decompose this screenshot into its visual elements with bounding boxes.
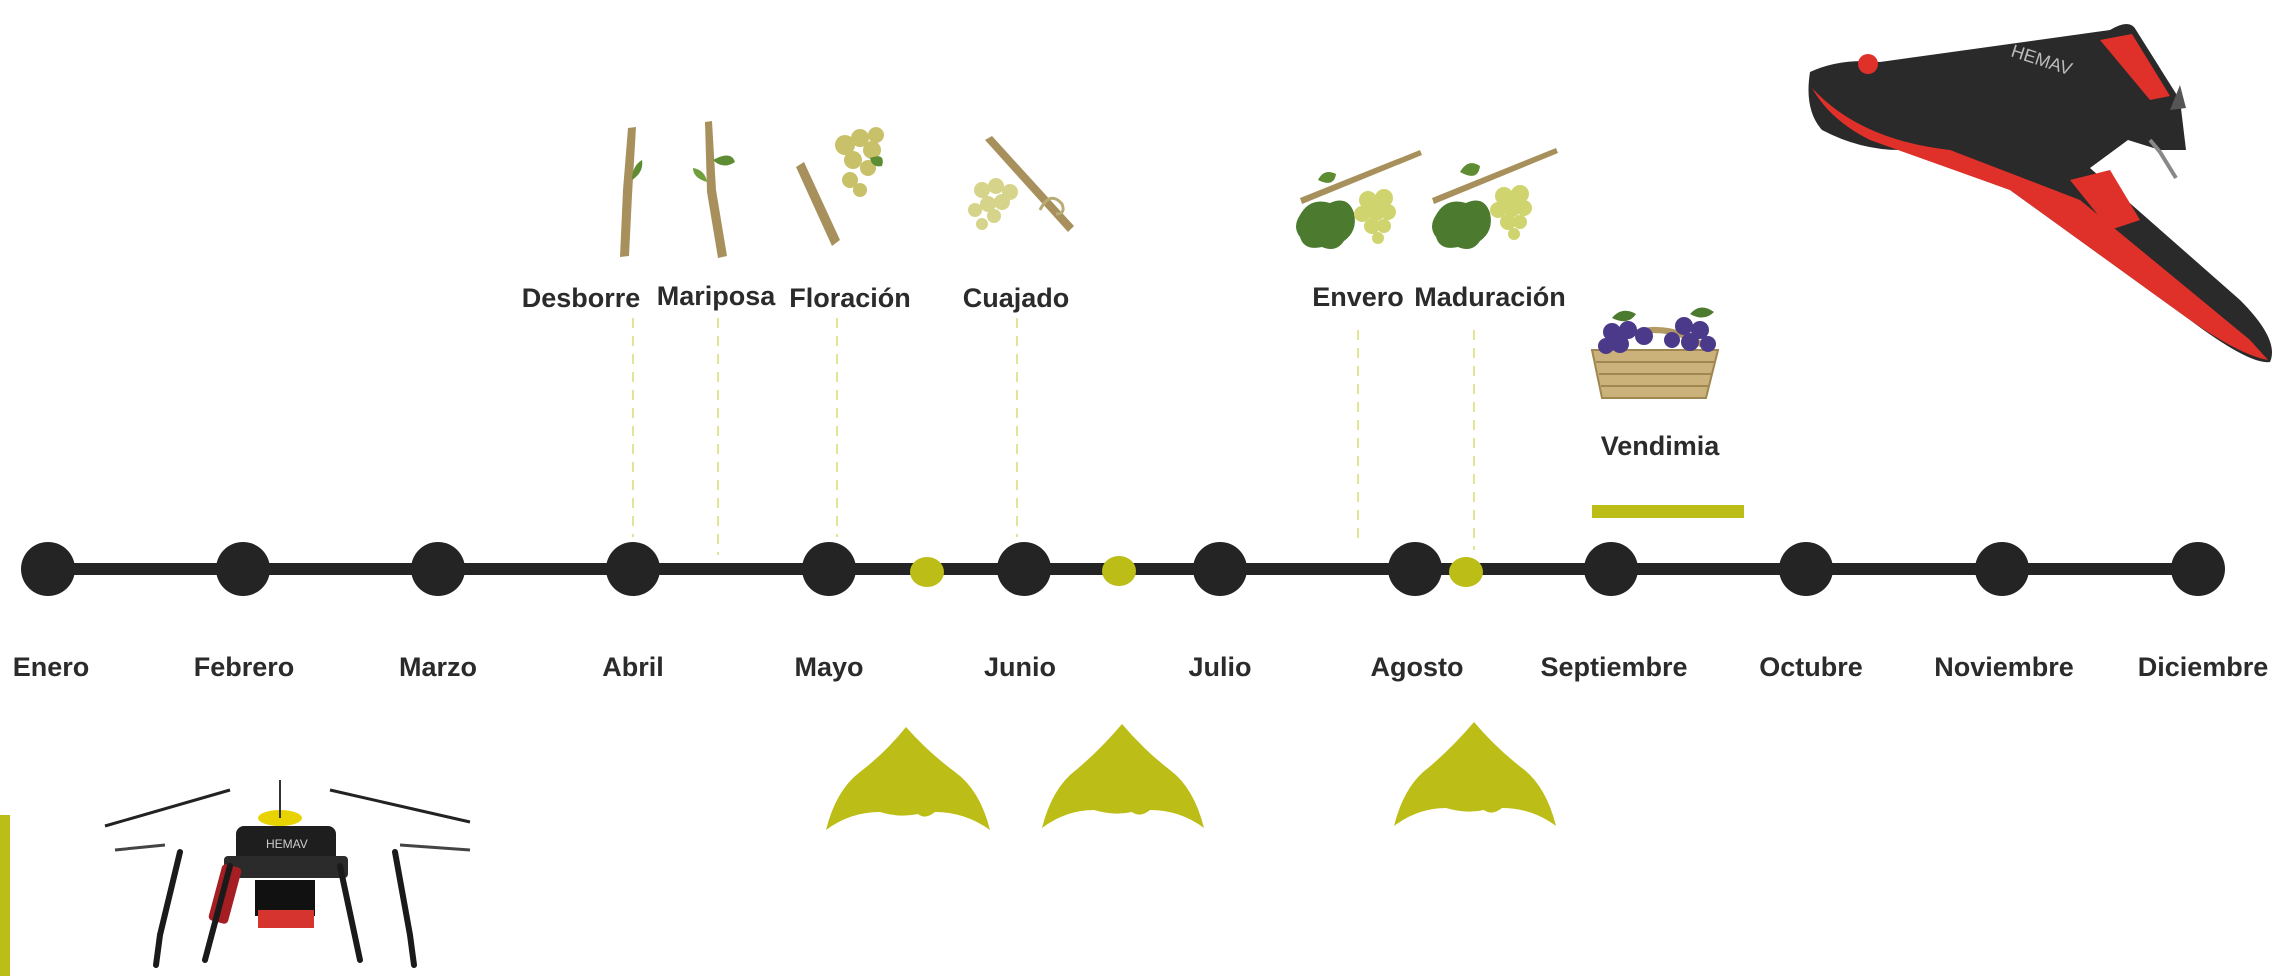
month-label-febrero: Febrero — [194, 652, 295, 683]
drone-flight-icon — [1394, 722, 1556, 826]
month-label-diciembre: Diciembre — [2138, 652, 2269, 683]
phase-label-desborre: Desborre — [522, 283, 641, 314]
month-node-julio — [1193, 542, 1247, 596]
fixed-wing-drone-image — [1809, 24, 2273, 362]
month-label-abril: Abril — [602, 652, 664, 683]
quadcopter-drone-image — [0, 780, 470, 976]
shoot-leaf-icon — [693, 121, 735, 258]
month-node-octubre — [1779, 542, 1833, 596]
month-label-septiembre: Septiembre — [1540, 652, 1687, 683]
month-label-noviembre: Noviembre — [1934, 652, 2074, 683]
month-node-marzo — [411, 542, 465, 596]
flight-marker — [1102, 556, 1136, 586]
month-label-octubre: Octubre — [1759, 652, 1863, 683]
month-node-junio — [997, 542, 1051, 596]
phase-label-envero: Envero — [1312, 282, 1404, 313]
month-node-septiembre — [1584, 542, 1638, 596]
month-node-noviembre — [1975, 542, 2029, 596]
phase-label-mariposa: Mariposa — [657, 281, 776, 312]
phase-label-floracion: Floración — [789, 283, 911, 314]
grape-basket-icon — [1592, 307, 1718, 398]
quadcopter-logo: HEMAV — [266, 837, 308, 851]
month-label-agosto: Agosto — [1371, 652, 1464, 683]
month-node-enero — [21, 542, 75, 596]
flight-marker — [910, 557, 944, 587]
month-node-diciembre — [2171, 542, 2225, 596]
month-node-agosto — [1388, 542, 1442, 596]
fruit-set-icon — [968, 136, 1074, 232]
grape-leaf-icon — [1432, 148, 1558, 249]
drone-flight-icon — [826, 727, 990, 830]
month-label-julio: Julio — [1188, 652, 1251, 683]
phase-label-maduracion: Maduración — [1414, 282, 1566, 313]
harvest-bar — [1592, 505, 1744, 518]
drone-flight-icon — [1042, 724, 1204, 828]
harvest-label: Vendimia — [1601, 431, 1720, 462]
fixed-wing-nose-icon — [1858, 54, 1878, 74]
shoot-icon — [620, 127, 642, 257]
month-label-enero: Enero — [13, 652, 90, 683]
flower-icon — [796, 127, 884, 246]
phase-guides — [633, 318, 1474, 555]
month-label-mayo: Mayo — [794, 652, 863, 683]
month-node-mayo — [802, 542, 856, 596]
month-node-febrero — [216, 542, 270, 596]
phase-label-cuajado: Cuajado — [963, 283, 1070, 314]
month-label-marzo: Marzo — [399, 652, 477, 683]
grape-leaf-icon — [1296, 150, 1422, 249]
flight-marker — [1449, 557, 1483, 587]
month-node-abril — [606, 542, 660, 596]
month-label-junio: Junio — [984, 652, 1056, 683]
